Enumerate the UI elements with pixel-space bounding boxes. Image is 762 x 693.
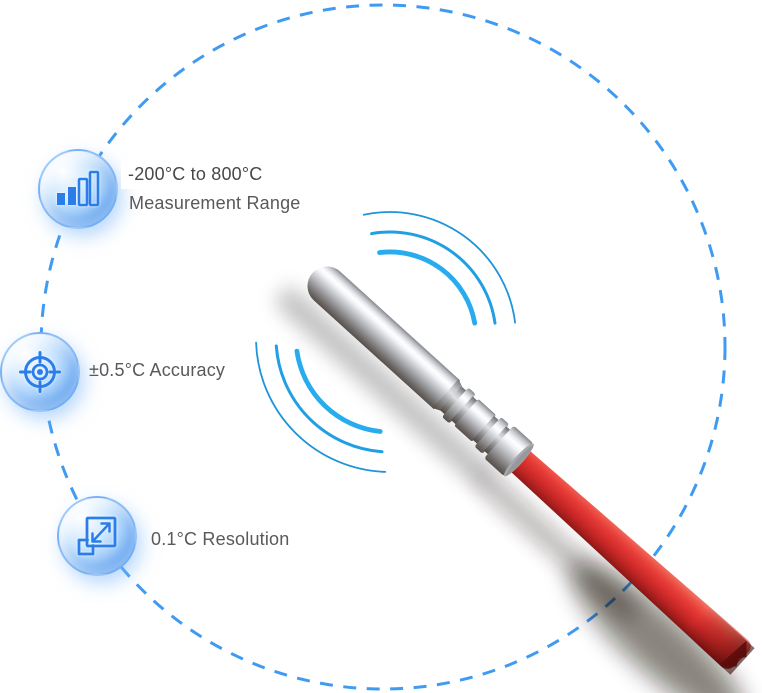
temperature-probe <box>277 266 755 693</box>
cable-end-shading <box>684 606 755 675</box>
measurement-range-label: Measurement Range <box>129 193 301 213</box>
bar-chart-icon <box>57 170 100 207</box>
signal-arc <box>255 341 387 473</box>
probe-sheath <box>307 266 461 410</box>
signal-waves-upper <box>362 211 516 326</box>
signal-arc <box>294 348 383 434</box>
measurement-range-value: -200°C to 800°C <box>121 161 270 189</box>
probe-bead-ring <box>442 388 475 423</box>
resolution-label: 0.1°C Resolution <box>151 529 290 549</box>
sleeve-end-cap-inner <box>505 445 534 476</box>
probe-mid-segment <box>455 399 496 441</box>
accuracy-label: ±0.5°C Accuracy <box>89 360 226 380</box>
crimp-sleeve <box>485 426 533 476</box>
resize-icon <box>77 516 117 556</box>
probe-taper <box>432 379 463 411</box>
probe-shadow <box>277 288 492 485</box>
cable-end-shadow <box>570 562 746 693</box>
signal-waves-lower <box>255 341 387 473</box>
probe-groove <box>472 415 500 445</box>
target-icon <box>19 351 61 393</box>
signal-arc <box>377 249 478 326</box>
feature-bubble-measurement-range <box>38 149 118 229</box>
probe-bead-ring <box>475 418 509 453</box>
dashed-orbit-circle <box>39 3 727 691</box>
probe-groove <box>439 386 467 415</box>
signal-arc <box>274 344 384 454</box>
signal-arc <box>370 230 497 325</box>
probe-cable <box>504 444 751 669</box>
feature-bubble-accuracy <box>0 332 80 412</box>
probe-groove <box>484 426 511 455</box>
signal-arc <box>362 211 516 324</box>
probe-groove <box>451 396 478 425</box>
highlighted-text: -200°C to 800°C <box>121 161 270 189</box>
feature-bubble-resolution <box>57 496 137 576</box>
